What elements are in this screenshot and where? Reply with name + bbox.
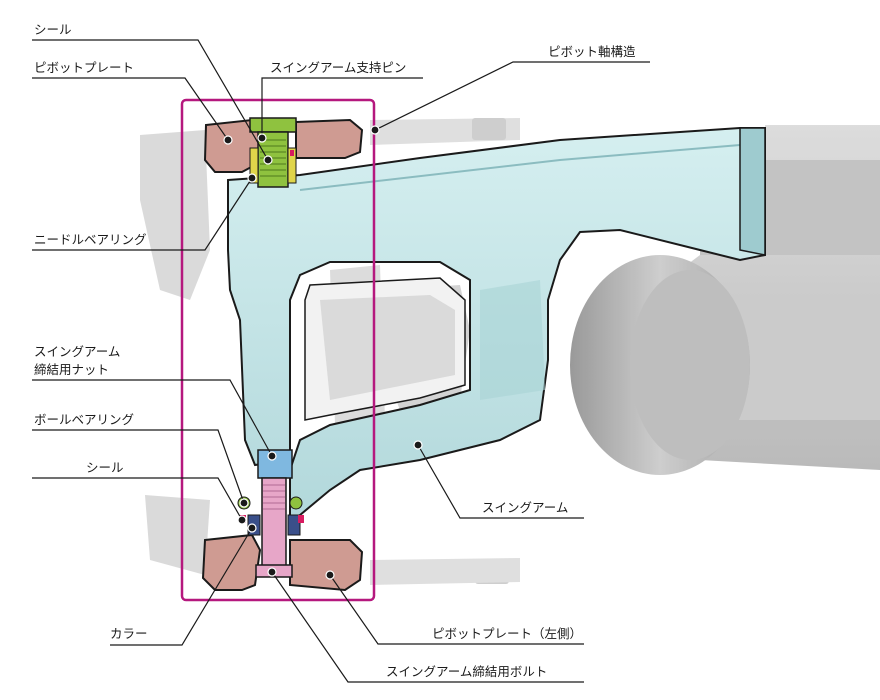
label-swingarm-support-pin: スイングアーム支持ピン: [270, 60, 406, 75]
label-swingarm-nut-line2: 締結用ナット: [34, 362, 109, 377]
label-swingarm-bolt: スイングアーム締結用ボルト: [386, 664, 547, 679]
swingarm-body: [227, 127, 766, 522]
highlight-frame: [180, 98, 376, 602]
label-swingarm: スイングアーム: [482, 500, 568, 515]
label-pivot-shaft-structure: ピボット軸構造: [548, 44, 636, 59]
leader-lines: [32, 39, 650, 683]
label-seal-top: シール: [34, 22, 72, 37]
label-swingarm-nut-line1: スイングアーム: [34, 344, 120, 359]
label-needle-bearing: ニードルベアリング: [34, 232, 147, 247]
label-collar: カラー: [110, 626, 148, 641]
label-pivot-plate: ピボットプレート: [34, 60, 134, 75]
swingarm-support-pin: [249, 117, 297, 188]
leader-dots: [223, 125, 423, 580]
callout-labels: シール ピボットプレート スイングアーム支持ピン ピボット軸構造 ニードルベアリ…: [34, 22, 636, 679]
label-ball-bearing: ボールベアリング: [34, 412, 134, 427]
label-seal-bottom: シール: [86, 460, 124, 475]
label-pivot-plate-left: ピボットプレート（左側）: [432, 626, 582, 641]
